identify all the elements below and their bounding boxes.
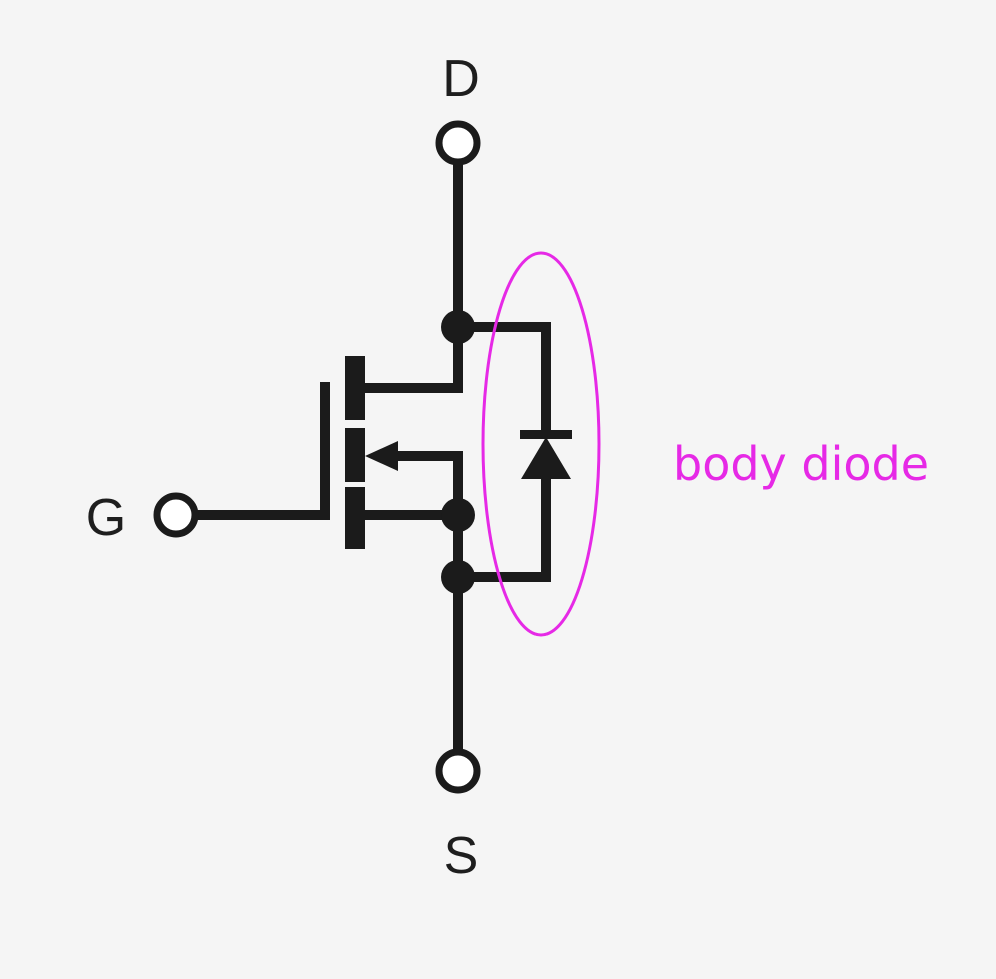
source-terminal: [435, 748, 481, 794]
gate-plate: [320, 382, 330, 520]
body-arrow-icon: [365, 441, 398, 471]
gate-terminal: [153, 492, 199, 538]
diode-cathode-bar: [520, 430, 572, 439]
drain-label: D: [442, 50, 480, 108]
drain-terminal: [435, 120, 481, 166]
body-diode-highlight: [481, 251, 601, 637]
body-diode-label: body diode: [673, 437, 929, 491]
gate-label: G: [86, 489, 126, 547]
diode-icon: [521, 437, 571, 479]
diode-top-wire: [458, 322, 551, 434]
diode-bottom-wire: [458, 477, 551, 582]
channel-segment-top: [345, 356, 365, 420]
body-connection-wire: [396, 451, 463, 515]
drain-channel-wire: [360, 327, 463, 393]
channel-segment-bottom: [345, 487, 365, 549]
channel-segment-middle: [345, 428, 365, 482]
source-label: S: [444, 827, 479, 885]
